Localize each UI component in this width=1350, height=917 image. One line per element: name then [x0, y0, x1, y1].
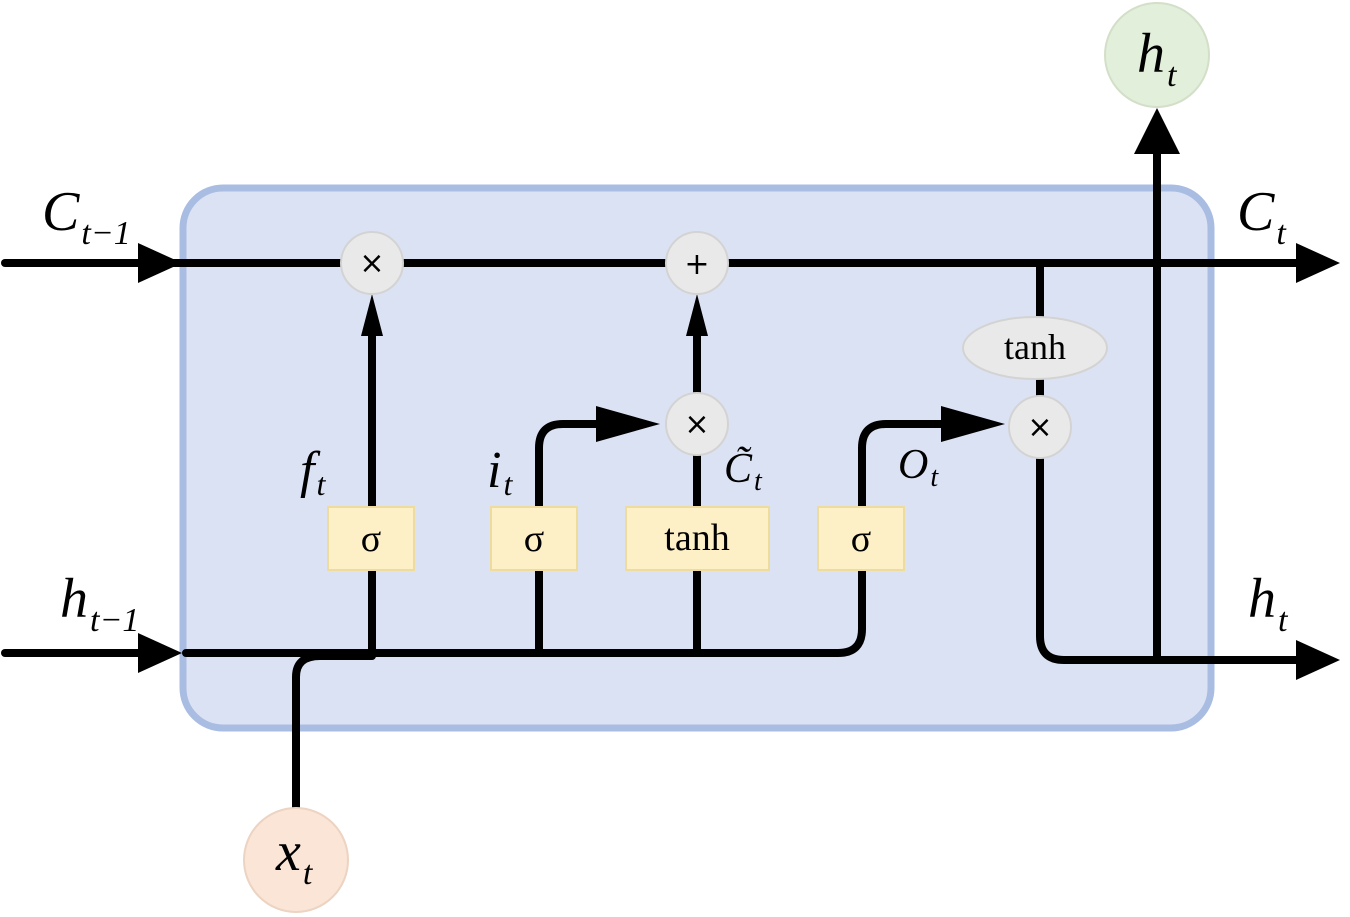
candidate-tanh-label: tanh: [664, 517, 729, 559]
input-gate-symbol: i: [487, 442, 501, 499]
cell-state-output-subscript: t: [1276, 215, 1287, 252]
output-gate-symbol: O: [898, 442, 928, 488]
hidden-output-node-symbol: h: [1137, 23, 1165, 85]
input-gate-arrowhead: [596, 406, 660, 442]
hidden-output-line: [1036, 451, 1304, 664]
output-multiply-operator: ×: [1008, 395, 1072, 459]
output-gate-subscript: t: [930, 462, 939, 493]
forget-sigma-label: σ: [361, 518, 381, 560]
input-gate-subscript: t: [503, 466, 513, 502]
hidden-output-subscript: t: [1278, 602, 1289, 639]
hidden-output-label: ht: [1248, 568, 1289, 639]
candidate-subscript: t: [754, 466, 763, 497]
input-multiply-operator: ×: [665, 392, 729, 456]
input-x-line: [292, 652, 376, 812]
candidate-symbol: C̃: [724, 446, 753, 492]
input-sigma-label: σ: [524, 518, 544, 560]
cell-state-input-symbol: C: [42, 181, 80, 243]
input-gate-line: [535, 420, 604, 657]
output-gate-line: [858, 420, 949, 574]
hidden-output-arrowhead: [1296, 640, 1340, 680]
cell-state-output-label: Ct: [1237, 181, 1287, 252]
cell-tanh-node: tanh: [962, 316, 1108, 380]
output-gate-label: Ot: [898, 442, 939, 493]
cell-state-output-symbol: C: [1237, 181, 1275, 243]
output-gate-arrowhead: [941, 406, 1005, 442]
hidden-input-symbol: h: [60, 568, 88, 630]
hidden-output-node: ht: [1104, 2, 1210, 108]
cell-state-input-label: Ct−1: [42, 181, 131, 252]
cell-tanh-label: tanh: [1004, 327, 1066, 367]
forget-sigma-layer: σ: [327, 506, 415, 571]
hidden-up-arrowhead: [1134, 108, 1180, 154]
input-x-node-subscript: t: [303, 855, 314, 892]
hidden-input-subscript: t−1: [90, 602, 139, 639]
candidate-label: C̃t: [724, 446, 763, 497]
hidden-output-node-subscript: t: [1167, 57, 1178, 94]
output-sigma-layer: σ: [817, 506, 905, 571]
hidden-input-label: ht−1: [60, 568, 139, 639]
cell-state-output-arrowhead: [1296, 243, 1340, 283]
input-x-node-symbol: x: [275, 821, 301, 883]
forget-gate-arrowhead: [361, 294, 383, 336]
input-sigma-layer: σ: [490, 506, 578, 571]
forget-gate-subscript: t: [316, 466, 326, 502]
cell-state-input-subscript: t−1: [81, 215, 130, 252]
candidate-to-add-arrowhead: [686, 294, 708, 336]
forget-multiply-symbol: ×: [359, 246, 384, 281]
add-symbol: +: [684, 247, 709, 282]
input-x-node-label: xt: [275, 821, 314, 892]
input-multiply-symbol: ×: [684, 407, 709, 442]
output-multiply-symbol: ×: [1027, 410, 1052, 445]
input-x-node: xt: [243, 807, 349, 913]
hidden-bus-line: [182, 566, 866, 657]
candidate-tanh-layer: tanh: [625, 506, 770, 571]
hidden-output-node-label: ht: [1137, 23, 1178, 94]
input-gate-label: it: [487, 442, 513, 502]
cell-state-input-arrowhead: [138, 243, 182, 283]
hidden-output-symbol: h: [1248, 568, 1276, 630]
output-sigma-label: σ: [851, 518, 871, 560]
hidden-input-arrowhead: [138, 633, 182, 673]
forget-multiply-operator: ×: [340, 231, 404, 295]
add-operator: +: [665, 231, 729, 295]
